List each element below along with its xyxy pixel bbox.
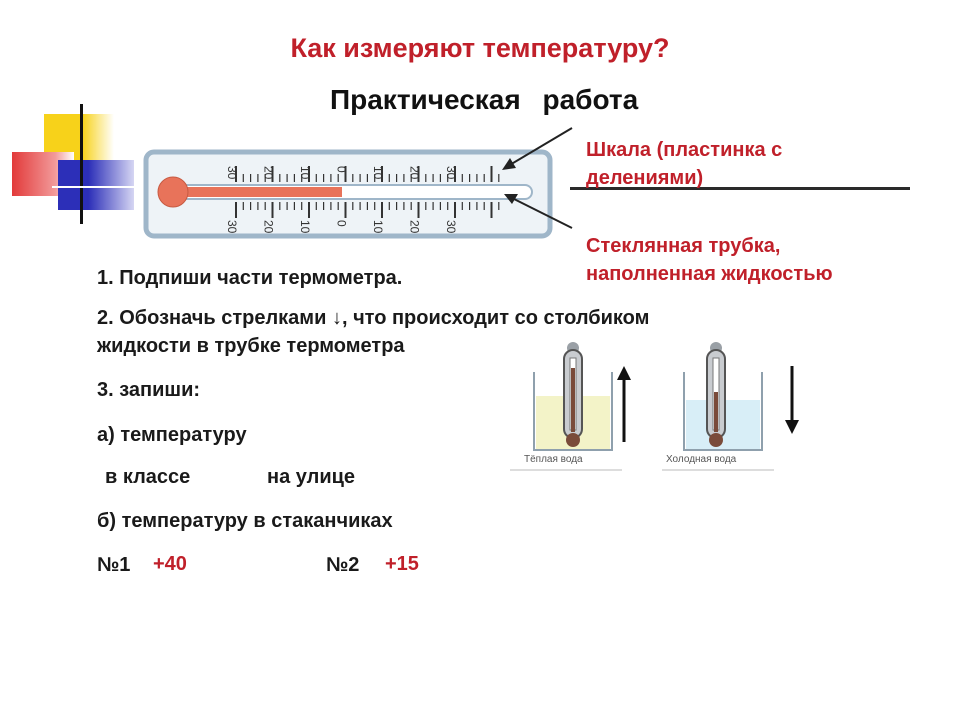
cold-water-beaker: Холодная вода: [662, 342, 774, 471]
scale-top-label: 20: [262, 166, 276, 180]
scale-top-label: 10: [298, 166, 312, 180]
scale-top-label: 30: [225, 166, 239, 180]
scale-bottom-label: 30: [444, 220, 458, 234]
label-arrows: [502, 127, 573, 229]
outside-label: на улице: [267, 466, 356, 488]
scale-label-line1: Шкала (пластинка с: [586, 139, 783, 161]
task-3b: б) температуру в стаканчиках: [97, 510, 393, 532]
scale-bottom-label: 10: [298, 220, 312, 234]
task-2: 2. Обозначь стрелками ↓, что происходит …: [97, 304, 649, 360]
deco-blue-square: [58, 160, 134, 210]
scale-bottom-label: 10: [371, 220, 385, 234]
tube-label: Стеклянная трубка, наполненная жидкостью: [586, 232, 833, 288]
tube-label-line2: наполненная жидкостью: [586, 263, 833, 285]
glass-1-value: +40: [153, 553, 187, 575]
warm-water-beaker: Тёплая вода: [510, 342, 622, 471]
scale-bottom-label: 30: [225, 220, 239, 234]
page-subtitle: Практическая работа: [330, 84, 639, 115]
deco-horizontal-line: [52, 186, 142, 188]
scale-top-label: 20: [408, 166, 422, 180]
scale-label-line2: делениями): [586, 167, 704, 189]
deco-vertical-line: [80, 104, 83, 224]
scale-top-label: 10: [371, 166, 385, 180]
warm-beaker-thermometer: [563, 342, 583, 447]
scale-top-label: 0: [335, 166, 349, 173]
scale-bottom-label: 20: [408, 220, 422, 234]
thermometer-bulb: [157, 176, 189, 208]
task-2-line2: жидкости в трубке термометра: [97, 335, 405, 357]
scale-label: Шкала (пластинка с делениями): [586, 136, 782, 192]
scale-bottom-label: 20: [262, 220, 276, 234]
task-2-line1: 2. Обозначь стрелками ↓, что происходит …: [97, 307, 650, 329]
thermometer-liquid: [170, 187, 342, 197]
arrow-up-icon: [617, 366, 631, 442]
page-title: Как измеряют температуру?: [290, 33, 670, 63]
arrow-down-icon: [785, 366, 799, 434]
warm-beaker-caption: Тёплая вода: [524, 454, 583, 465]
task-1: 1. Подпиши части термометра.: [97, 267, 403, 289]
scale-top-label: 30: [444, 166, 458, 180]
glass-2-label: №2: [326, 554, 360, 576]
glass-2-value: +15: [385, 553, 419, 575]
in-class-label: в классе: [105, 466, 191, 488]
decorative-squares: [12, 104, 152, 224]
task-3a: а) температуру: [97, 424, 247, 446]
scale-bottom-label: 0: [335, 220, 349, 227]
cold-beaker-thermometer: [706, 342, 726, 447]
divider-line: [570, 187, 910, 190]
thermometer-figure: 30 20 10 0 10 20 30 30 20 10 0 10 20 30: [143, 149, 553, 239]
glass-1-label: №1: [97, 554, 131, 576]
thermometer-scale: [235, 166, 500, 218]
tube-label-line1: Стеклянная трубка,: [586, 235, 781, 257]
task-3: 3. запиши:: [97, 379, 201, 401]
cold-beaker-caption: Холодная вода: [666, 454, 737, 465]
